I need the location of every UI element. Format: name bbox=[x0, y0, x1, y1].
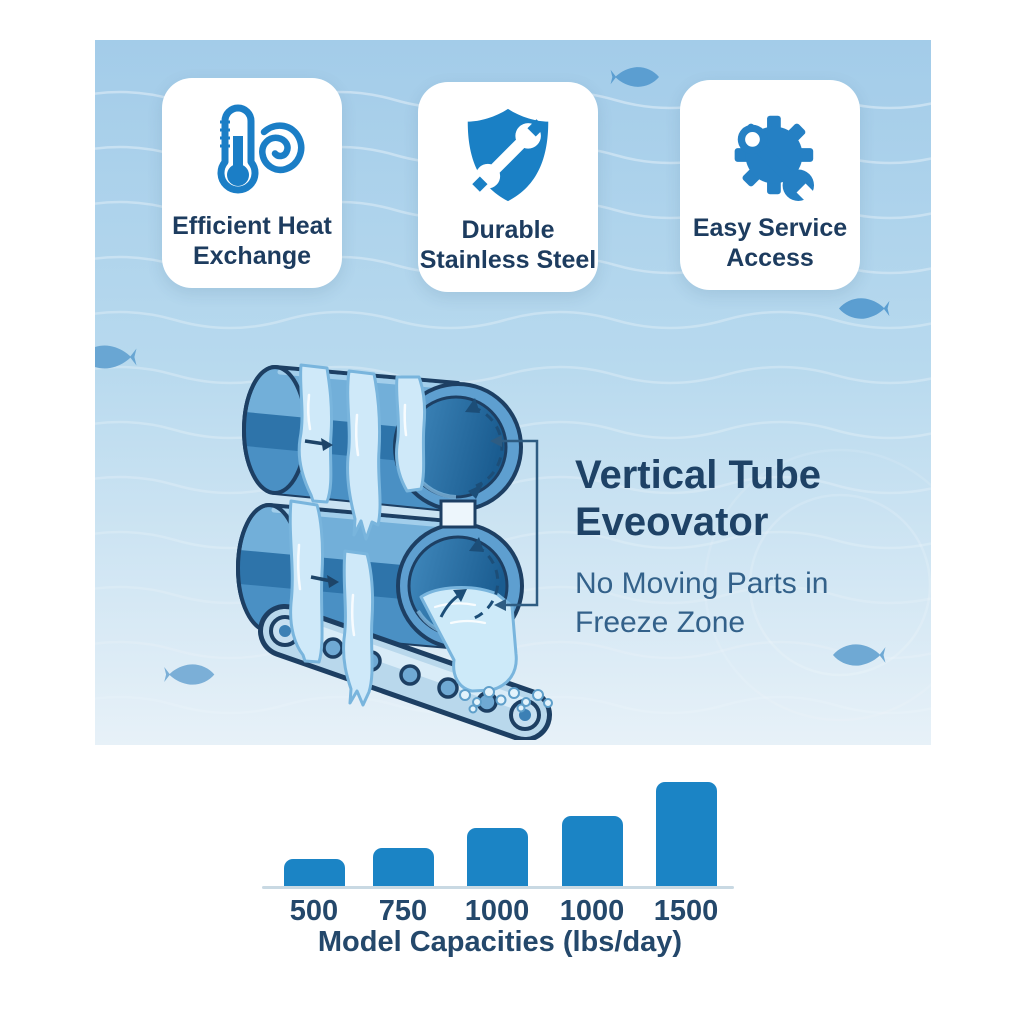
ice-highlights bbox=[296, 393, 408, 637]
chart-title: Model Capacities (lbs/day) bbox=[317, 926, 683, 958]
ice-chunks bbox=[459, 686, 553, 714]
capacity-bar bbox=[655, 782, 717, 888]
feature-card-stainless: Durable Stainless Steel bbox=[418, 82, 598, 292]
thermometer-heat-icon bbox=[192, 92, 312, 212]
fish-icon bbox=[95, 345, 137, 369]
headline-line: Vertical Tube bbox=[575, 453, 822, 497]
leader-lines bbox=[490, 435, 539, 611]
capacity-bar bbox=[561, 816, 623, 888]
feature-card-service: Easy Service Access bbox=[680, 80, 860, 290]
tube-connector bbox=[439, 499, 477, 529]
fish-icon bbox=[833, 644, 886, 666]
bar-label: 500 bbox=[289, 895, 339, 927]
gear-wrench-icon bbox=[712, 94, 828, 214]
fish-icon bbox=[839, 298, 890, 319]
card-label-line: Stainless Steel bbox=[419, 245, 597, 274]
card-label-line: Exchange bbox=[192, 241, 312, 270]
evaporator-illustration bbox=[236, 363, 553, 740]
fish-layer bbox=[95, 40, 931, 745]
bar-label: 1500 bbox=[653, 895, 719, 927]
subtitle-line: No Moving Parts in bbox=[575, 566, 829, 600]
capacity-bar bbox=[372, 848, 434, 888]
hero-panel: Efficient Heat Exchange bbox=[95, 40, 931, 745]
fish-icon bbox=[164, 664, 215, 685]
subtitle-line: Freeze Zone bbox=[575, 605, 746, 639]
bar-label: 1000 bbox=[464, 895, 530, 927]
capacity-bar bbox=[283, 859, 345, 888]
card-label-line: Durable bbox=[461, 216, 555, 244]
card-label-line: Access bbox=[726, 243, 814, 272]
capacity-bar bbox=[466, 828, 528, 888]
shield-wrench-icon bbox=[453, 96, 563, 216]
bar-label: 1000 bbox=[559, 895, 625, 927]
card-label-line: Easy Service bbox=[692, 214, 848, 242]
diagram-caption: Vertical Tube Eveovator No Moving Parts … bbox=[575, 452, 828, 642]
card-label-line: Efficient Heat bbox=[172, 212, 332, 240]
bar-label: 750 bbox=[378, 895, 428, 927]
headline-line: Eveovator bbox=[575, 499, 769, 544]
fish-icon bbox=[610, 67, 659, 87]
chart-axis bbox=[262, 886, 734, 889]
feature-card-heat-exchange: Efficient Heat Exchange bbox=[162, 78, 342, 288]
ice-output bbox=[419, 586, 553, 714]
